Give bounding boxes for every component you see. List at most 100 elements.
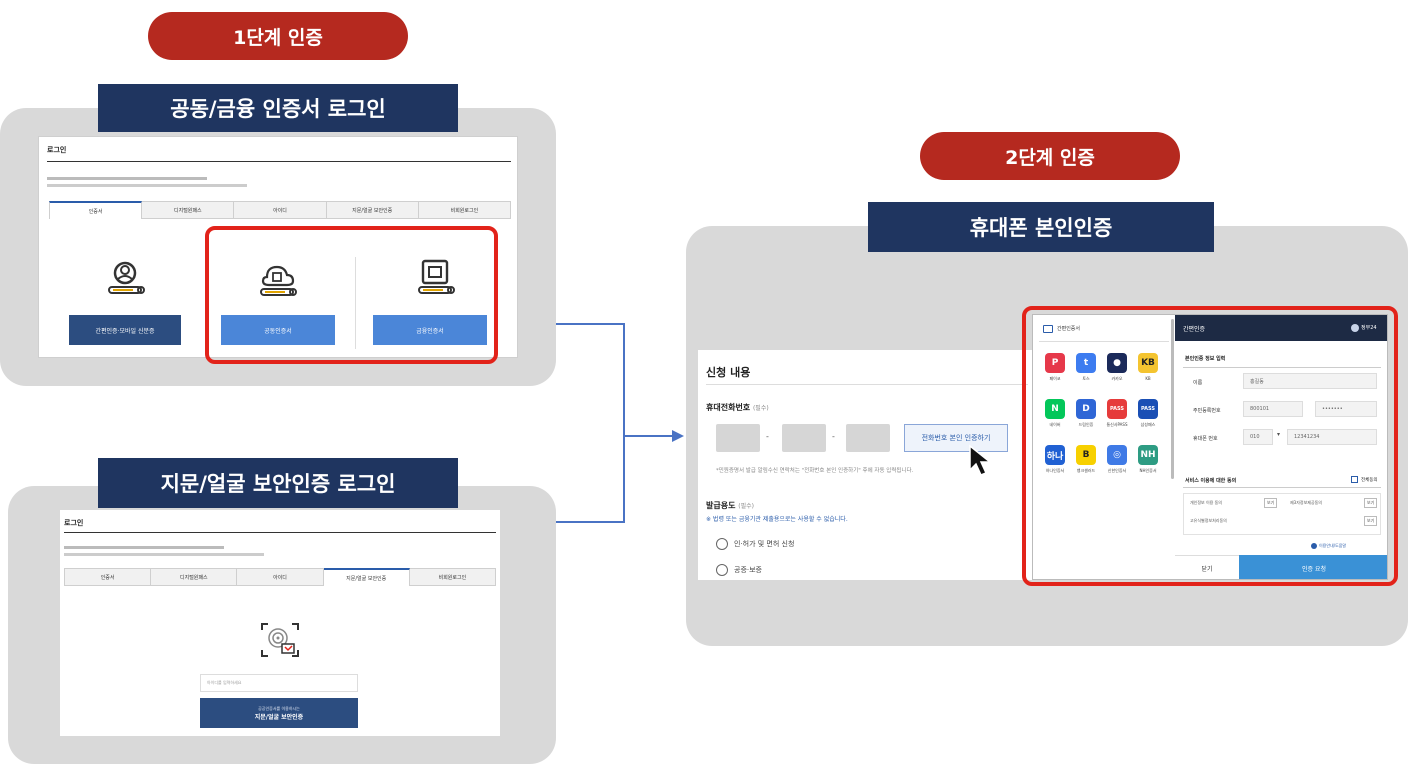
- tab-digital-onepass[interactable]: 디지털원패스: [142, 201, 235, 219]
- login-info-text: [47, 177, 207, 180]
- phone-part2-input[interactable]: [782, 424, 826, 452]
- flow-connector: [556, 323, 684, 523]
- agree-view-3[interactable]: 보기: [1364, 516, 1378, 526]
- login-heading: 로그인: [64, 519, 84, 527]
- purpose-radio-1[interactable]: [716, 538, 728, 550]
- purpose-radio-2[interactable]: [716, 564, 728, 576]
- auth-app-icon[interactable]: ●: [1107, 353, 1127, 373]
- popup-scrollbar[interactable]: [1171, 319, 1174, 479]
- phone-part3-input[interactable]: [846, 424, 890, 452]
- fingerprint-icon: [258, 620, 302, 664]
- auth-app-label: 삼성패스: [1140, 422, 1156, 427]
- joint-cert-button[interactable]: 공동인증서: [221, 315, 335, 345]
- dash-1: -: [766, 432, 769, 441]
- tab-digital-onepass[interactable]: 디지털원패스: [151, 568, 238, 586]
- login-info-text: [47, 184, 247, 187]
- id-input[interactable]: 아이디를 입력하세요: [200, 674, 358, 692]
- tab-id[interactable]: 아이디: [234, 201, 327, 219]
- auth-app-icon[interactable]: KB: [1138, 353, 1158, 373]
- auth-app-label: 토스: [1082, 376, 1090, 381]
- auth-app-label: 신한인증서: [1107, 468, 1127, 473]
- verify-phone-button[interactable]: 전화번호 본인 인증하기: [904, 424, 1008, 452]
- required-mark: (필수): [752, 405, 769, 412]
- phone-auth-title: 휴대폰 본인인증: [868, 202, 1214, 252]
- auth-app-label: 드림인증: [1078, 422, 1094, 427]
- auth-app-icon[interactable]: ◎: [1107, 445, 1127, 465]
- tab-certificate[interactable]: 인증서: [64, 568, 152, 586]
- rrn-back-field[interactable]: •••••••: [1315, 401, 1377, 417]
- auth-app-icon[interactable]: N: [1045, 399, 1065, 419]
- agree-item-3: 고유식별정보처리동의: [1190, 518, 1227, 523]
- login-tabs: 인증서 디지털원패스 아이디 지문/얼굴 보안인증 비회원로그인: [64, 568, 497, 586]
- carrier-select[interactable]: 010: [1243, 429, 1273, 445]
- popup-left-title: 간편인증서: [1057, 326, 1081, 332]
- help-icon: [1311, 543, 1317, 549]
- agree-all-checkbox[interactable]: [1351, 476, 1358, 483]
- step2-pill: 2단계 인증: [920, 132, 1180, 180]
- cert-highlight-box: [205, 226, 498, 364]
- auth-app-icon[interactable]: D: [1076, 399, 1096, 419]
- biometric-button-line2: 지문/얼굴 보안인증: [254, 713, 304, 721]
- phone-number-field[interactable]: 12341234: [1287, 429, 1377, 445]
- login-info-text: [64, 546, 224, 549]
- popup-section-title: 본인인증 정보 입력: [1185, 356, 1226, 362]
- step1-pill: 1단계 인증: [148, 12, 408, 60]
- tab-guest[interactable]: 비회원로그인: [409, 568, 497, 586]
- chevron-down-icon: ▾: [1277, 431, 1281, 438]
- tab-biometric[interactable]: 지문/얼굴 보안인증: [326, 201, 419, 219]
- auth-highlight-box: [1022, 306, 1398, 586]
- dash-2: -: [832, 432, 835, 441]
- auth-app-label: 하나인증서: [1045, 468, 1065, 473]
- auth-app-label: NH인증서: [1139, 468, 1157, 473]
- biometric-login-button[interactable]: 공공인증서를 이용하시는 지문/얼굴 보안인증: [200, 698, 358, 728]
- tab-biometric[interactable]: 지문/얼굴 보안인증: [323, 568, 410, 586]
- brand-label: 정부24: [1361, 325, 1377, 331]
- cert-login-title: 공동/금융 인증서 로그인: [98, 84, 458, 132]
- name-field[interactable]: 홍길동: [1243, 373, 1377, 389]
- agree-title: 서비스 이용에 대한 동의: [1185, 478, 1237, 484]
- agree-view-2[interactable]: 보기: [1364, 498, 1378, 508]
- biometric-button-line1: 공공인증서를 이용하시는: [258, 705, 300, 711]
- request-auth-button[interactable]: 인증 요청: [1239, 555, 1387, 579]
- purpose-label-row: 발급용도 (필수): [706, 500, 754, 511]
- agree-all-label: 전체동의: [1361, 478, 1378, 483]
- rrn-front-field[interactable]: 800101: [1243, 401, 1303, 417]
- popup-header: 간편인증 정부24: [1175, 315, 1387, 341]
- agree-item-2: 제3자정보제공동의: [1290, 500, 1322, 505]
- auth-app-icon[interactable]: 하나: [1045, 445, 1065, 465]
- auth-app-label: 네이버: [1049, 422, 1061, 427]
- auth-app-icon[interactable]: P: [1045, 353, 1065, 373]
- tab-guest[interactable]: 비회원로그인: [418, 201, 512, 219]
- name-label: 이름: [1193, 380, 1203, 386]
- phone-label-row: 휴대전화번호 (필수): [706, 402, 769, 413]
- gov-logo-icon: [1351, 324, 1359, 332]
- heading-divider: [64, 532, 496, 533]
- tab-id[interactable]: 아이디: [237, 568, 324, 586]
- phone-label: 휴대전화번호: [706, 403, 751, 412]
- auth-app-label: 통신사PASS: [1106, 422, 1128, 427]
- auth-app-icon[interactable]: t: [1076, 353, 1096, 373]
- phone-number-label: 휴대폰 번호: [1193, 436, 1218, 442]
- simple-auth-button[interactable]: 간편인증·모바일 신분증: [69, 315, 181, 345]
- auth-app-label: 카카오: [1111, 376, 1123, 381]
- auth-app-icon[interactable]: B: [1076, 445, 1096, 465]
- purpose-option-1: 인·허가 및 면허 신청: [734, 540, 795, 548]
- purpose-option-2: 공증·보증: [734, 566, 762, 574]
- financial-cert-button[interactable]: 금융인증서: [373, 315, 487, 345]
- auth-app-label: 뱅크샐러드: [1076, 468, 1096, 473]
- popup-right-title: 간편인증: [1183, 326, 1206, 333]
- help-link[interactable]: 이용안내/도움말: [1319, 543, 1347, 548]
- login-tabs: 인증서 디지털원패스 아이디 지문/얼굴 보안인증 비회원로그인: [49, 201, 512, 219]
- tab-certificate[interactable]: 인증서: [49, 201, 143, 219]
- auth-app-icon[interactable]: PASS: [1107, 399, 1127, 419]
- phone-part1-input[interactable]: [716, 424, 760, 452]
- section-divider: [1183, 367, 1381, 368]
- agree-view-1[interactable]: 보기: [1264, 498, 1278, 508]
- purpose-label: 발급용도: [706, 501, 736, 510]
- auth-app-icon[interactable]: NH: [1138, 445, 1158, 465]
- bio-login-screenshot: 로그인 인증서 디지털원패스 아이디 지문/얼굴 보안인증 비회원로그인 아이디…: [60, 510, 500, 736]
- column-divider: [355, 257, 356, 349]
- close-button[interactable]: 닫기: [1175, 555, 1239, 579]
- agree-divider: [1183, 487, 1381, 488]
- auth-app-icon[interactable]: PASS: [1138, 399, 1158, 419]
